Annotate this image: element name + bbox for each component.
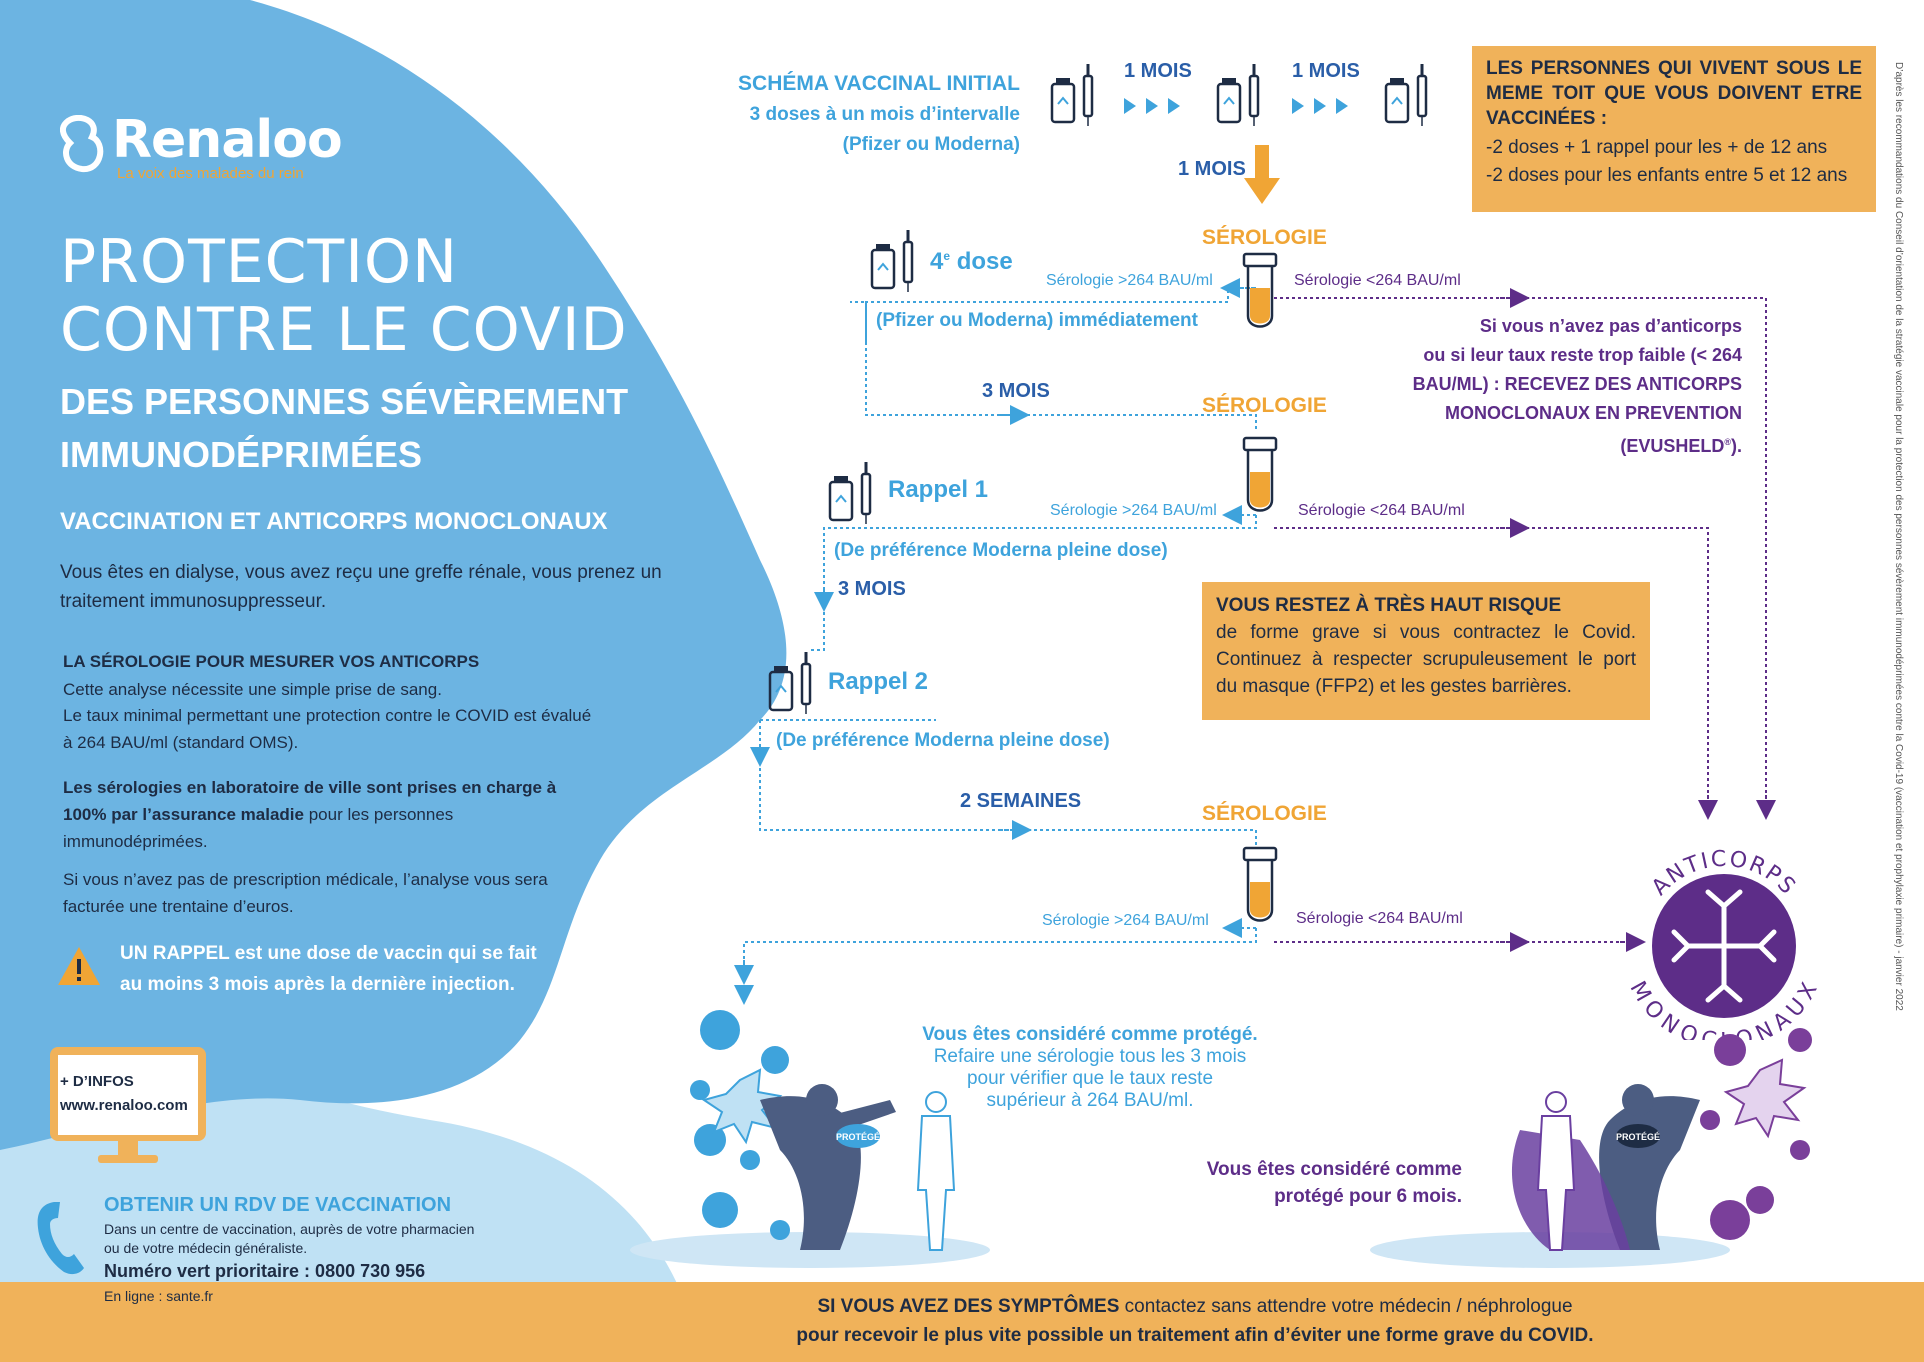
schema-line-2: 3 doses à un mois d’intervalle — [749, 104, 1020, 125]
sero-high-label: Sérologie >264 BAU/ml — [1042, 912, 1209, 929]
warning-icon — [58, 947, 100, 985]
sero-high-label: Sérologie >264 BAU/ml — [1050, 502, 1217, 519]
rdv-line-2: ou de votre médecin généraliste. — [104, 1240, 308, 1256]
test-tube-icon — [1242, 436, 1278, 512]
sero-low-label: Sérologie <264 BAU/ml — [1298, 502, 1465, 519]
rappel1-title: Rappel 1 — [888, 476, 989, 503]
schema-line-3: (Pfizer ou Moderna) — [842, 134, 1020, 155]
footer-text: SI VOUS AVEZ DES SYMPTÔMES contactez san… — [796, 1296, 1594, 1346]
renaloo-logo-icon — [60, 115, 104, 172]
infos-label: + D’INFOS — [60, 1073, 134, 1090]
source-note: D’après les recommandations du Conseil d… — [1893, 62, 1904, 1011]
rdv-heading: OBTENIR UN RDV DE VACCINATION — [104, 1194, 452, 1216]
anticorps-badge: ANTICORPS MONOCLONAUX — [1625, 847, 1822, 1040]
sero-low-label: Sérologie <264 BAU/ml — [1296, 910, 1463, 927]
sero-low-label: Sérologie <264 BAU/ml — [1294, 272, 1461, 289]
vaccine-icon — [828, 462, 872, 524]
vaccine-icon — [1384, 64, 1428, 126]
interval-1-mois-down: 1 MOIS — [1178, 158, 1246, 180]
vaccine-icon — [1216, 64, 1260, 126]
test-tube-icon — [1242, 252, 1278, 328]
serologie-label: SÉROLOGIE — [1202, 394, 1327, 417]
monitor-icon — [50, 1047, 206, 1163]
hero-badge-text: PROTÉGÉ — [836, 1132, 880, 1142]
dose4-subtitle: (Pfizer ou Moderna) immédiatement — [876, 310, 1198, 331]
vaccine-icon — [1050, 64, 1094, 126]
virus-cluster-purple — [1700, 1028, 1812, 1240]
risk-box: VOUS RESTEZ À TRÈS HAUT RISQUE de forme … — [1202, 582, 1650, 720]
rappel2-subtitle: (De préférence Moderna pleine dose) — [776, 730, 1110, 751]
hero-badge-text: PROTÉGÉ — [1616, 1132, 1660, 1142]
title-bold-line-1: DES PERSONNES SÉVÈREMENT — [60, 381, 629, 422]
household-line-1: -2 doses + 1 rappel pour les + de 12 ans — [1486, 137, 1828, 158]
protected-text-1: Vous êtes considéré comme protégé. Refai… — [922, 1024, 1258, 1111]
title-line-1: PROTECTION — [60, 227, 459, 297]
virus-cluster-blue — [690, 1010, 790, 1240]
protected-text-2: Vous êtes considéré comme protégé pour 6… — [1206, 1159, 1462, 1207]
subtitle: VACCINATION ET ANTICORPS MONOCLONAUX — [60, 508, 608, 535]
sero-high-label: Sérologie >264 BAU/ml — [1046, 272, 1213, 289]
antibody-instructions: Si vous n’avez pas d’anticorps ou si leu… — [1412, 316, 1742, 456]
vaccine-icon — [768, 652, 812, 714]
no-prescription-text: Si vous n’avez pas de prescription médic… — [63, 870, 548, 916]
title-bold-line-2: IMMUNODÉPRIMÉES — [60, 434, 423, 475]
serology-heading: LA SÉROLOGIE POUR MESURER VOS ANTICORPS — [63, 652, 480, 671]
household-line-2: -2 doses pour les enfants entre 5 et 12 … — [1486, 165, 1848, 186]
schema-title: SCHÉMA VACCINAL INITIAL — [738, 72, 1020, 95]
hero-figure-blue: PROTÉGÉ — [760, 1084, 956, 1251]
interval-2-semaines: 2 SEMAINES — [960, 790, 1082, 812]
serology-line-2: Le taux minimal permettant une protectio… — [63, 706, 592, 752]
rdv-phone[interactable]: Numéro vert prioritaire : 0800 730 956 — [104, 1261, 426, 1281]
rdv-line-1: Dans un centre de vaccination, auprès de… — [104, 1221, 475, 1237]
test-tube-icon — [1242, 846, 1278, 922]
rappel1-subtitle: (De préférence Moderna pleine dose) — [834, 540, 1168, 561]
reimbursement-text: Les sérologies en laboratoire de ville s… — [63, 778, 557, 851]
title-line-2: CONTRE LE COVID — [60, 295, 628, 365]
dose4-title: 4e dose — [930, 248, 1013, 275]
interval-3-mois: 3 MOIS — [982, 380, 1050, 402]
interval-1-mois: 1 MOIS — [1124, 60, 1192, 82]
brand-tagline: La voix des malades du rein — [117, 165, 304, 182]
hero-figure-purple: PROTÉGÉ — [1511, 1084, 1700, 1251]
intro-text: Vous êtes en dialyse, vous avez reçu une… — [60, 562, 662, 612]
household-heading: LES PERSONNES QUI VIVENT SOUS LE MEME TO… — [1486, 58, 1862, 129]
phone-icon — [37, 1202, 84, 1275]
serology-line-1: Cette analyse nécessite une simple prise… — [63, 680, 442, 699]
interval-3-mois: 3 MOIS — [838, 578, 906, 600]
rappel2-title: Rappel 2 — [828, 668, 929, 695]
warning-text: UN RAPPEL est une dose de vaccin qui se … — [120, 943, 537, 995]
serologie-label: SÉROLOGIE — [1202, 226, 1327, 249]
household-box: LES PERSONNES QUI VIVENT SOUS LE MEME TO… — [1472, 46, 1876, 212]
brand-name: Renaloo — [112, 110, 343, 170]
infos-link[interactable]: www.renaloo.com — [60, 1097, 188, 1114]
serologie-label: SÉROLOGIE — [1202, 802, 1327, 825]
interval-1-mois: 1 MOIS — [1292, 60, 1360, 82]
risk-text: de forme grave si vous contractez le Cov… — [1216, 622, 1636, 697]
rdv-online[interactable]: En ligne : sante.fr — [104, 1288, 213, 1304]
risk-heading: VOUS RESTEZ À TRÈS HAUT RISQUE — [1216, 595, 1562, 616]
vaccine-icon — [870, 230, 914, 292]
